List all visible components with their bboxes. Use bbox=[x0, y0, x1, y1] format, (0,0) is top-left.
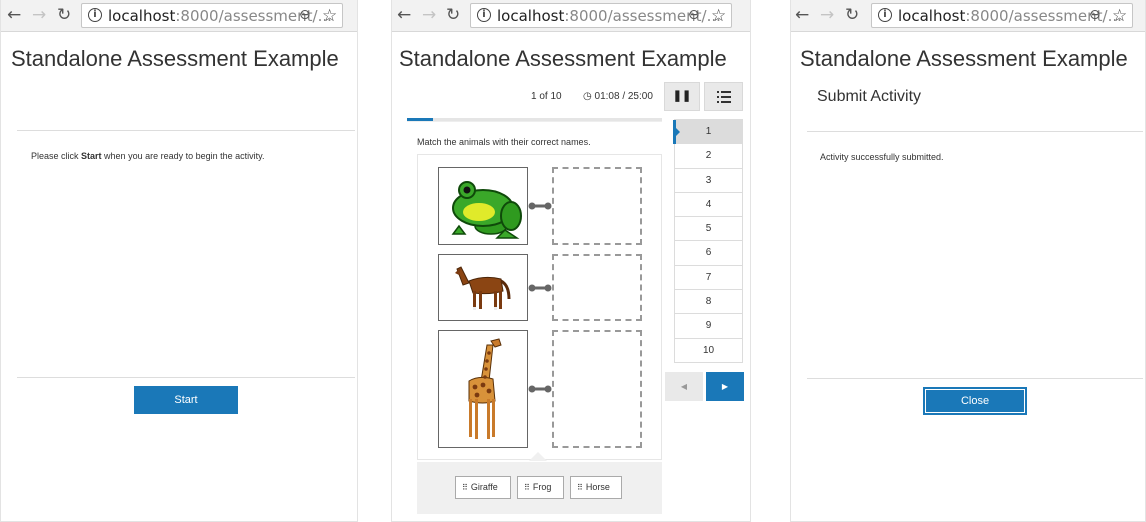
forward-arrow-icon[interactable]: → bbox=[820, 5, 835, 25]
triangle-right-icon: ▶ bbox=[721, 382, 729, 391]
pause-button[interactable]: ❚❚ bbox=[664, 82, 700, 111]
choices-pointer bbox=[529, 452, 547, 461]
frog-image bbox=[438, 167, 528, 245]
browser-toolbar: ← → ↻ i localhost:8000/assessment/... ⊖ … bbox=[791, 0, 1145, 32]
bookmark-star-icon[interactable]: ☆ bbox=[322, 6, 338, 26]
reload-icon[interactable]: ↻ bbox=[845, 5, 860, 25]
divider bbox=[807, 378, 1143, 379]
submit-panel: ← → ↻ i localhost:8000/assessment/... ⊖ … bbox=[790, 0, 1146, 522]
drop-zone-1[interactable] bbox=[552, 167, 642, 245]
url-text: localhost:8000/assessment/... bbox=[898, 7, 1122, 25]
info-icon[interactable]: i bbox=[88, 8, 102, 22]
horse-image bbox=[438, 254, 528, 321]
previous-button[interactable]: ◀ bbox=[665, 372, 703, 401]
start-panel: ← → ↻ i localhost:8000/assessment/... ⊖ … bbox=[0, 0, 358, 522]
reload-icon[interactable]: ↻ bbox=[446, 5, 461, 25]
pause-icon: ❚❚ bbox=[672, 90, 692, 102]
url-text: localhost:8000/assessment/... bbox=[497, 7, 721, 25]
page-title: Standalone Assessment Example bbox=[11, 46, 339, 71]
bookmark-star-icon[interactable]: ☆ bbox=[1112, 6, 1128, 26]
triangle-left-icon: ◀ bbox=[680, 382, 688, 391]
question-nav-item[interactable]: 3 bbox=[675, 168, 742, 193]
current-marker-icon bbox=[673, 120, 680, 144]
question-nav-item[interactable]: 5 bbox=[675, 217, 742, 242]
question-nav-item[interactable]: 1 bbox=[673, 120, 742, 145]
submit-message: Activity successfully submitted. bbox=[820, 152, 944, 162]
drop-zone-2[interactable] bbox=[552, 254, 642, 321]
question-nav-item[interactable]: 10 bbox=[675, 338, 742, 363]
start-button[interactable]: Start bbox=[134, 386, 238, 414]
connector-icon bbox=[528, 202, 552, 210]
question-nav-item[interactable]: 4 bbox=[675, 192, 742, 218]
choice-frog[interactable]: ⠿Frog bbox=[517, 476, 564, 499]
connector-icon bbox=[528, 284, 552, 292]
choices-tray: ⠿Giraffe ⠿Frog ⠿Horse bbox=[417, 462, 662, 514]
zoom-icon[interactable]: ⊖ bbox=[1089, 7, 1101, 23]
close-button[interactable]: Close bbox=[923, 387, 1027, 415]
question-panel: ← → ↻ i localhost:8000/assessment/... ⊖ … bbox=[391, 0, 751, 522]
address-bar[interactable]: i localhost:8000/assessment/... ⊖ ☆ bbox=[871, 3, 1133, 28]
question-counter: 1 of 10 bbox=[531, 91, 562, 102]
matching-area bbox=[417, 154, 662, 460]
drop-zone-3[interactable] bbox=[552, 330, 642, 448]
divider bbox=[17, 130, 355, 131]
reload-icon[interactable]: ↻ bbox=[57, 5, 72, 25]
info-icon[interactable]: i bbox=[477, 8, 491, 22]
page-title: Standalone Assessment Example bbox=[800, 46, 1128, 71]
start-instruction: Please click Start when you are ready to… bbox=[31, 151, 265, 161]
forward-arrow-icon[interactable]: → bbox=[32, 5, 47, 25]
question-nav-item[interactable]: 9 bbox=[675, 314, 742, 339]
back-arrow-icon[interactable]: ← bbox=[7, 5, 22, 25]
next-button[interactable]: ▶ bbox=[706, 372, 744, 401]
forward-arrow-icon[interactable]: → bbox=[422, 5, 437, 25]
drag-handle-icon: ⠿ bbox=[462, 483, 468, 492]
back-arrow-icon[interactable]: ← bbox=[397, 5, 412, 25]
zoom-icon[interactable]: ⊖ bbox=[688, 7, 700, 23]
connector-icon bbox=[528, 385, 552, 393]
timer: ◷ 01:08 / 25:00 bbox=[583, 91, 653, 102]
question-nav-item[interactable]: 6 bbox=[675, 241, 742, 266]
choice-horse[interactable]: ⠿Horse bbox=[570, 476, 622, 499]
question-list-button[interactable] bbox=[704, 82, 743, 111]
submit-subtitle: Submit Activity bbox=[817, 88, 922, 105]
browser-toolbar: ← → ↻ i localhost:8000/assessment/... ⊖ … bbox=[392, 0, 750, 32]
browser-toolbar: ← → ↻ i localhost:8000/assessment/... ⊖ … bbox=[1, 0, 357, 32]
question-text: Match the animals with their correct nam… bbox=[417, 137, 591, 147]
question-nav-item[interactable]: 2 bbox=[675, 144, 742, 169]
drag-handle-icon: ⠿ bbox=[577, 483, 583, 492]
list-icon bbox=[716, 91, 731, 103]
address-bar[interactable]: i localhost:8000/assessment/... ⊖ ☆ bbox=[81, 3, 343, 28]
choice-giraffe[interactable]: ⠿Giraffe bbox=[455, 476, 511, 499]
back-arrow-icon[interactable]: ← bbox=[795, 5, 810, 25]
bookmark-star-icon[interactable]: ☆ bbox=[711, 6, 727, 26]
zoom-icon[interactable]: ⊖ bbox=[299, 7, 311, 23]
info-icon[interactable]: i bbox=[878, 8, 892, 22]
divider bbox=[807, 131, 1143, 132]
clock-icon: ◷ bbox=[583, 91, 592, 102]
question-area: Match the animals with their correct nam… bbox=[407, 121, 662, 516]
giraffe-image bbox=[438, 330, 528, 448]
page-title: Standalone Assessment Example bbox=[399, 46, 727, 71]
url-text: localhost:8000/assessment/... bbox=[108, 7, 332, 25]
progress-fill bbox=[407, 118, 433, 121]
drag-handle-icon: ⠿ bbox=[524, 483, 530, 492]
divider bbox=[17, 377, 355, 378]
progress-bar bbox=[407, 118, 662, 121]
question-nav-item[interactable]: 8 bbox=[675, 290, 742, 315]
question-navigator: 1 2 3 4 5 6 7 8 9 10 bbox=[673, 119, 743, 363]
question-nav-item[interactable]: 7 bbox=[675, 265, 742, 291]
address-bar[interactable]: i localhost:8000/assessment/... ⊖ ☆ bbox=[470, 3, 732, 28]
